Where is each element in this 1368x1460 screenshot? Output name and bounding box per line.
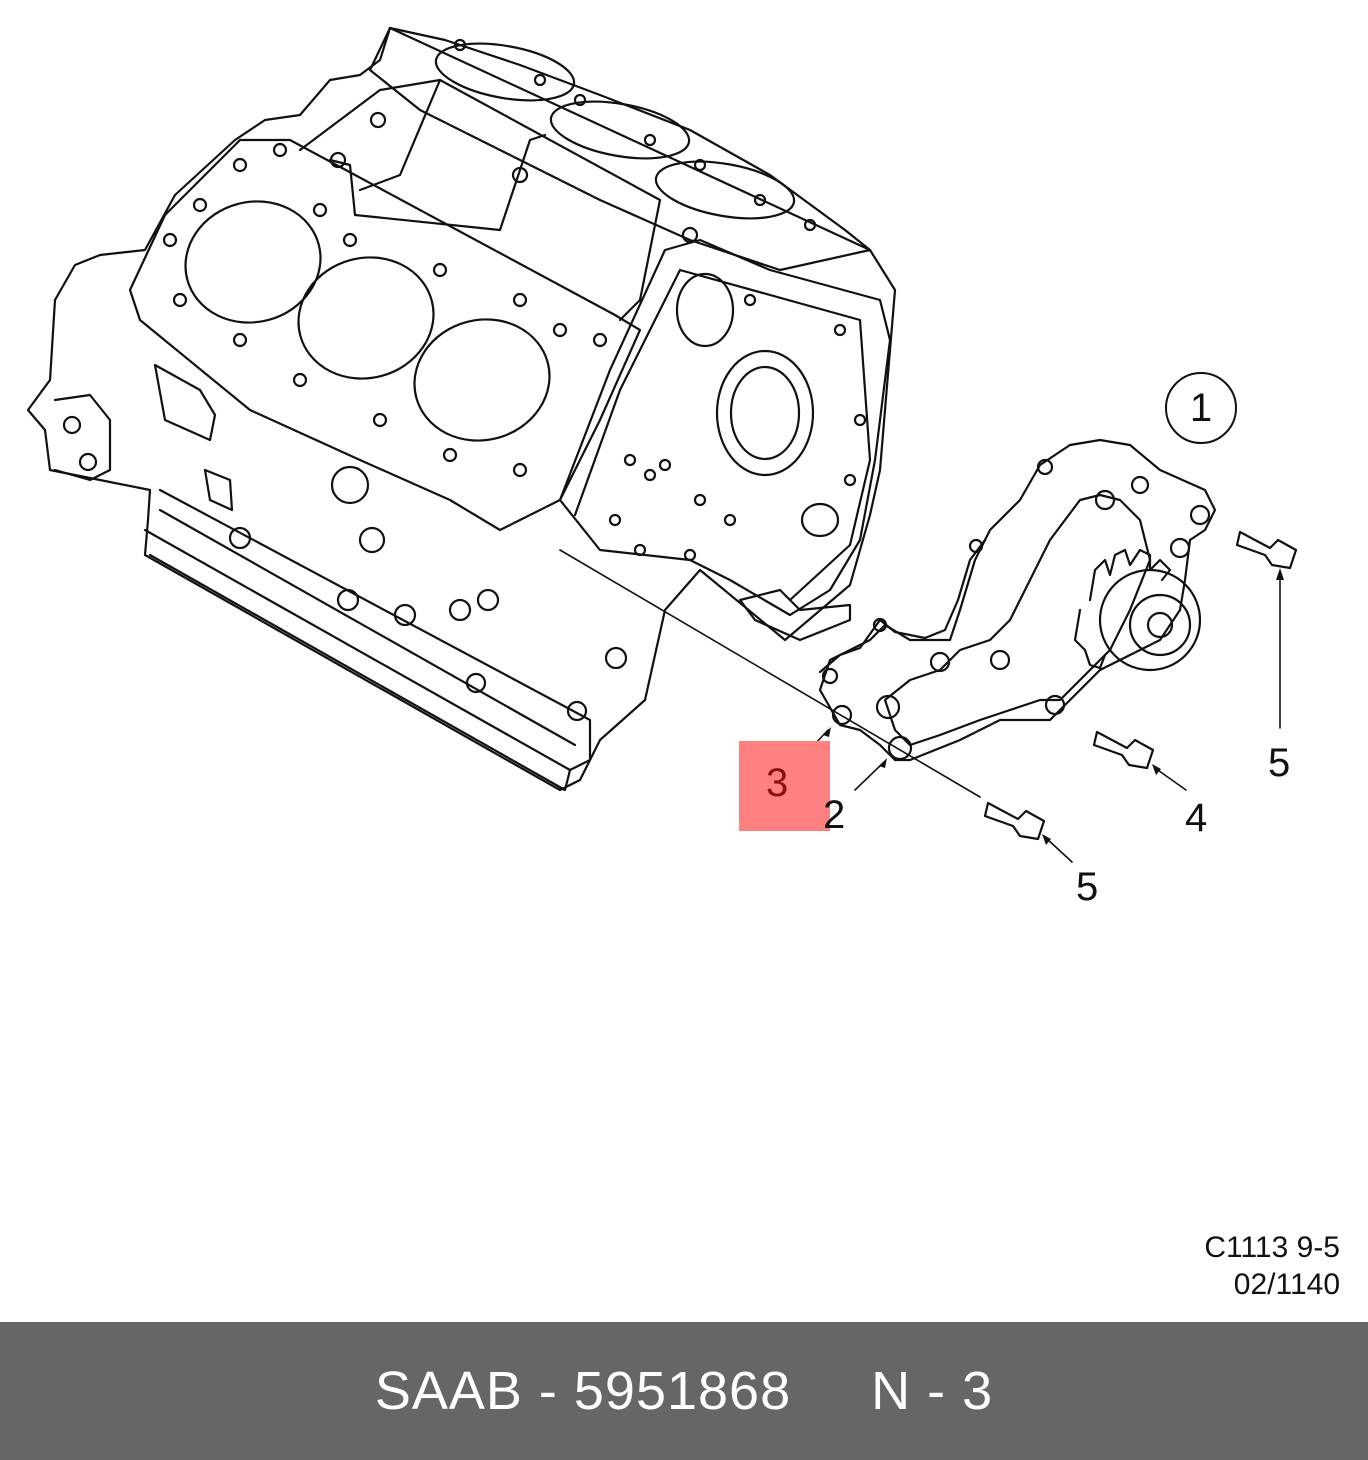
reference-code: C1113 9-5 <box>1204 1231 1340 1264</box>
bolt-right <box>1235 530 1298 570</box>
bolt-lower <box>983 801 1046 841</box>
water-pump <box>818 438 1217 762</box>
callout-3: 3 <box>766 761 789 805</box>
footer-bar: SAAB - 5951868 N - 3 <box>0 1322 1368 1460</box>
engine-block <box>26 26 897 792</box>
reference-date: 02/1140 <box>1233 1268 1340 1301</box>
callout-4: 4 <box>1185 796 1208 840</box>
callout-1: 1 <box>1189 385 1213 430</box>
leader-lines <box>559 549 1281 863</box>
footer-part-number: SAAB - 5951868 N - 3 <box>374 1361 994 1421</box>
callout-5-lower: 5 <box>1076 865 1099 909</box>
callout-2: 2 <box>823 793 846 837</box>
highlight-box <box>739 741 830 831</box>
callout-5-right: 5 <box>1268 741 1291 785</box>
arrowheads <box>823 568 1284 845</box>
engine-block-diagram <box>26 26 1298 863</box>
gasket <box>818 538 987 726</box>
callout-1-circle: 1 <box>1165 372 1237 444</box>
bolt-middle <box>1092 730 1155 770</box>
